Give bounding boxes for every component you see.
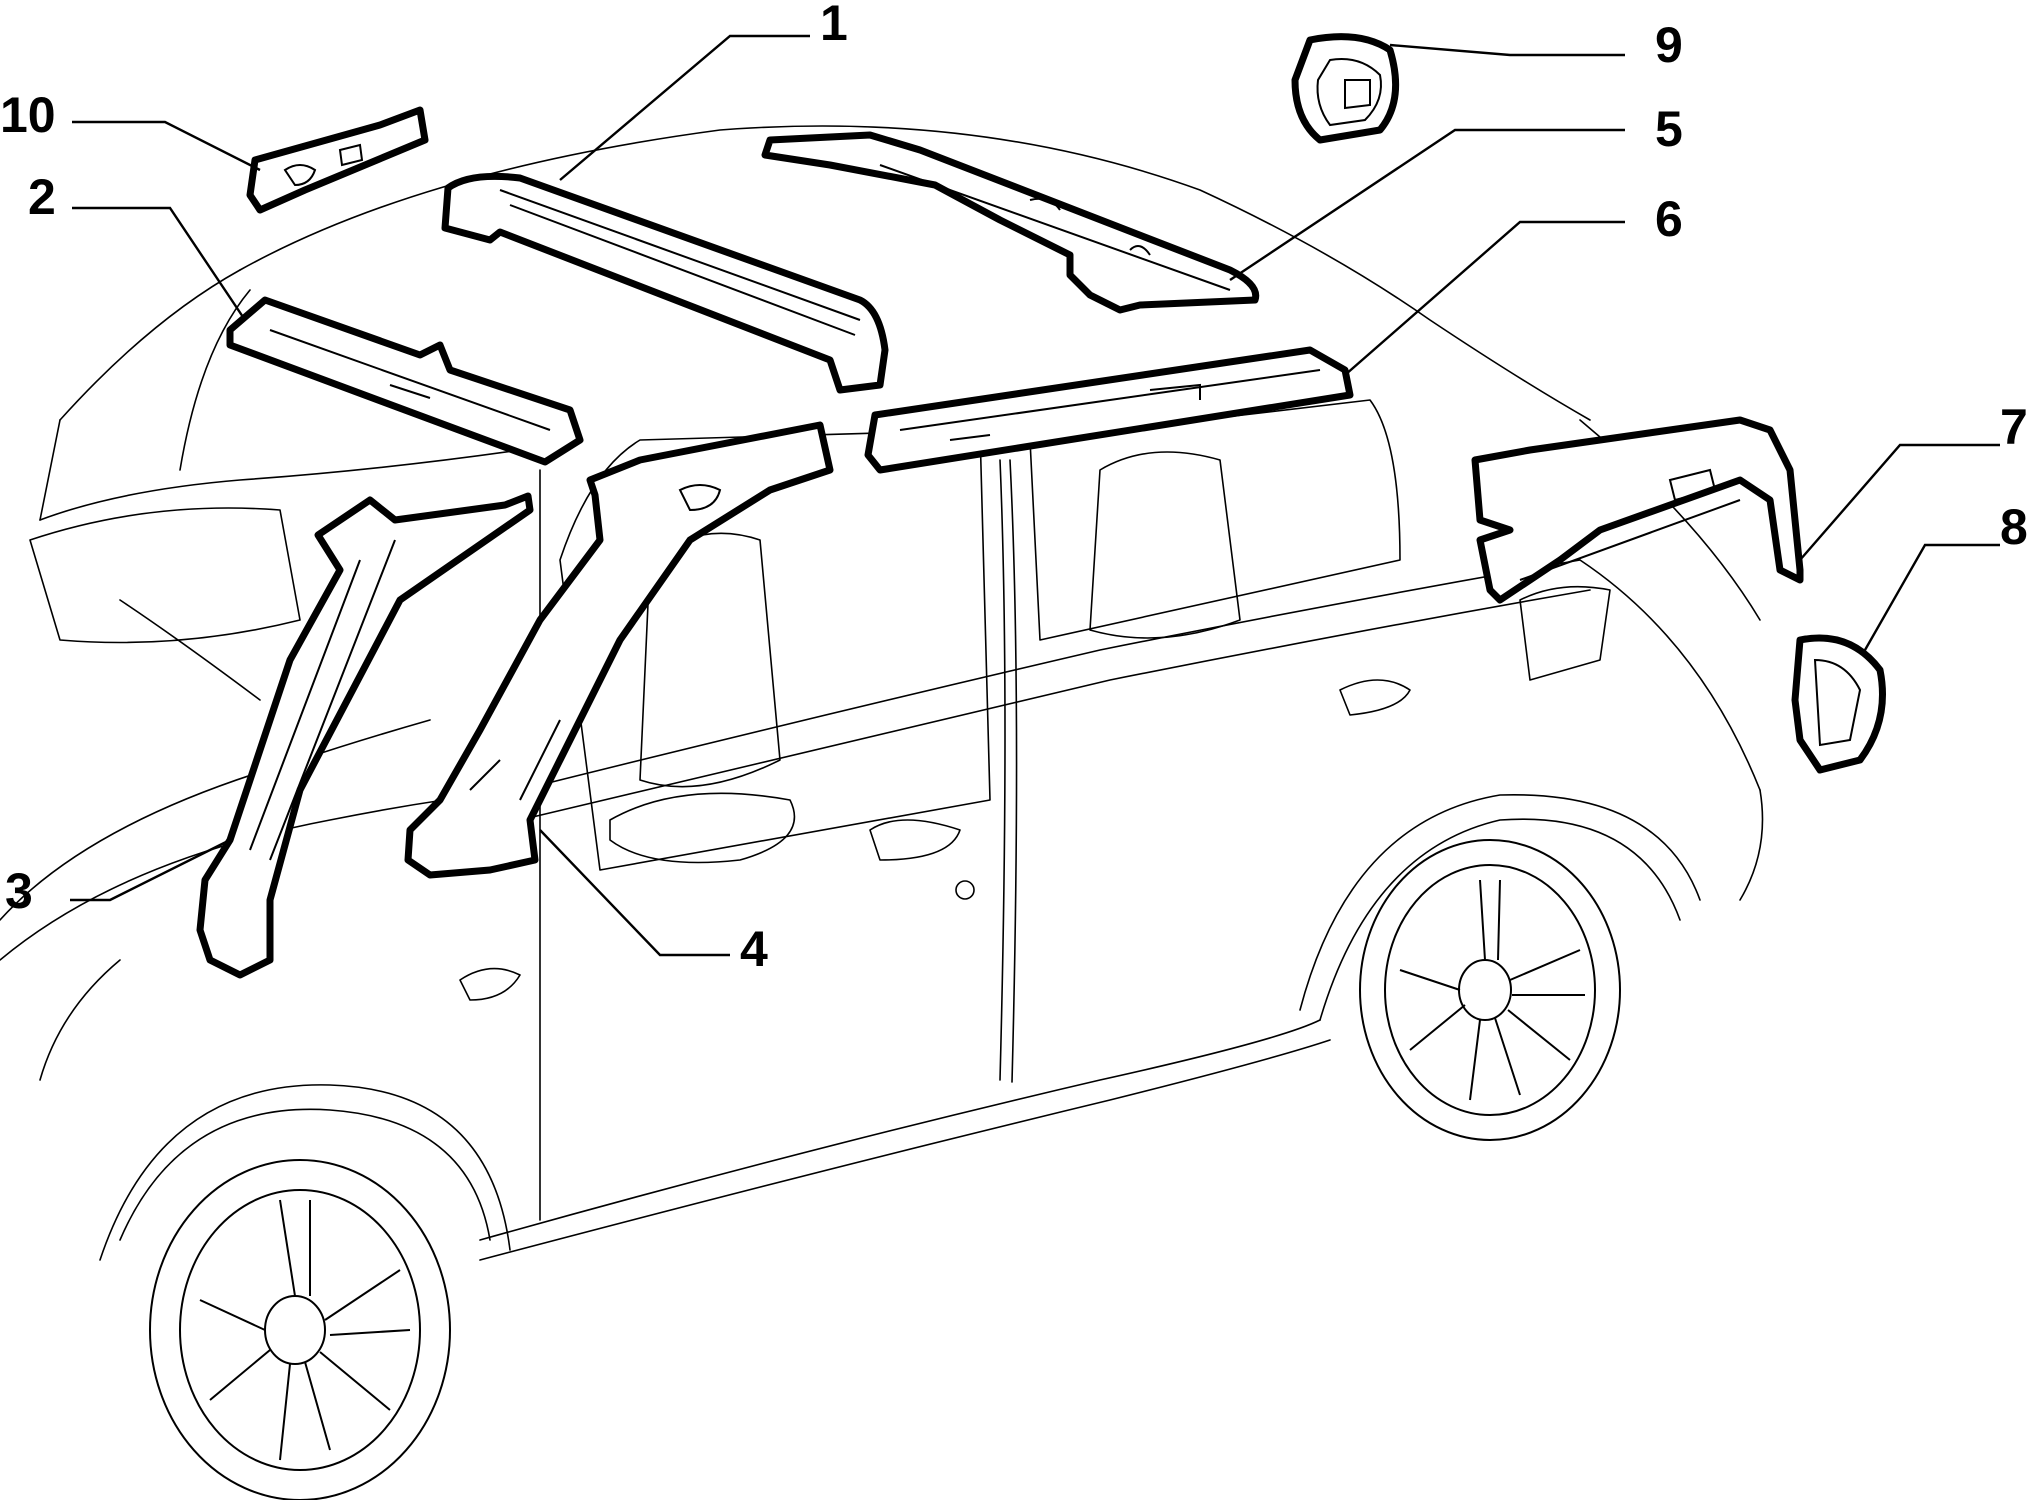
front-wheel	[149, 1159, 451, 1500]
callout-6: 6	[1655, 191, 1683, 247]
car-body-outline	[0, 125, 1764, 1261]
callout-8: 8	[2000, 499, 2028, 555]
callout-labels: 1 2 3 4 5 6 7 8 9 10	[0, 0, 2028, 977]
part-8-tail-light-housing	[1791, 634, 1886, 774]
part-9-fuel-filler-housing	[1291, 33, 1400, 144]
callout-9: 9	[1655, 17, 1683, 73]
callout-1: 1	[820, 0, 848, 51]
part-2-windshield-header	[226, 296, 584, 466]
part-10-small-bracket	[246, 106, 429, 214]
leader-9	[1389, 43, 1625, 57]
part-1-roof-front-crossmember	[441, 172, 889, 394]
leader-8	[1863, 543, 2000, 651]
callout-5: 5	[1655, 101, 1683, 157]
callout-10: 10	[0, 87, 56, 143]
leader-7	[1799, 443, 2000, 561]
callout-4: 4	[740, 921, 768, 977]
part-5-roof-rear-crossmember	[761, 131, 1260, 314]
rear-wheel	[1359, 839, 1621, 1141]
callout-2: 2	[28, 169, 56, 225]
callout-7: 7	[2000, 399, 2028, 455]
leader-2	[72, 206, 246, 321]
leader-1	[559, 34, 810, 181]
leader-lines	[70, 34, 2000, 957]
part-3-a-pillar-inner	[196, 492, 534, 979]
leader-3	[70, 838, 231, 902]
callout-3: 3	[5, 863, 33, 919]
part-7-rear-quarter-inner	[1471, 416, 1804, 604]
leader-4	[539, 829, 730, 957]
part-4-a-pillar-outer	[404, 421, 834, 879]
leader-10	[72, 120, 261, 172]
part-6-roof-side-rail	[864, 346, 1354, 474]
leader-5	[1229, 128, 1625, 281]
leader-6	[1344, 220, 1625, 376]
